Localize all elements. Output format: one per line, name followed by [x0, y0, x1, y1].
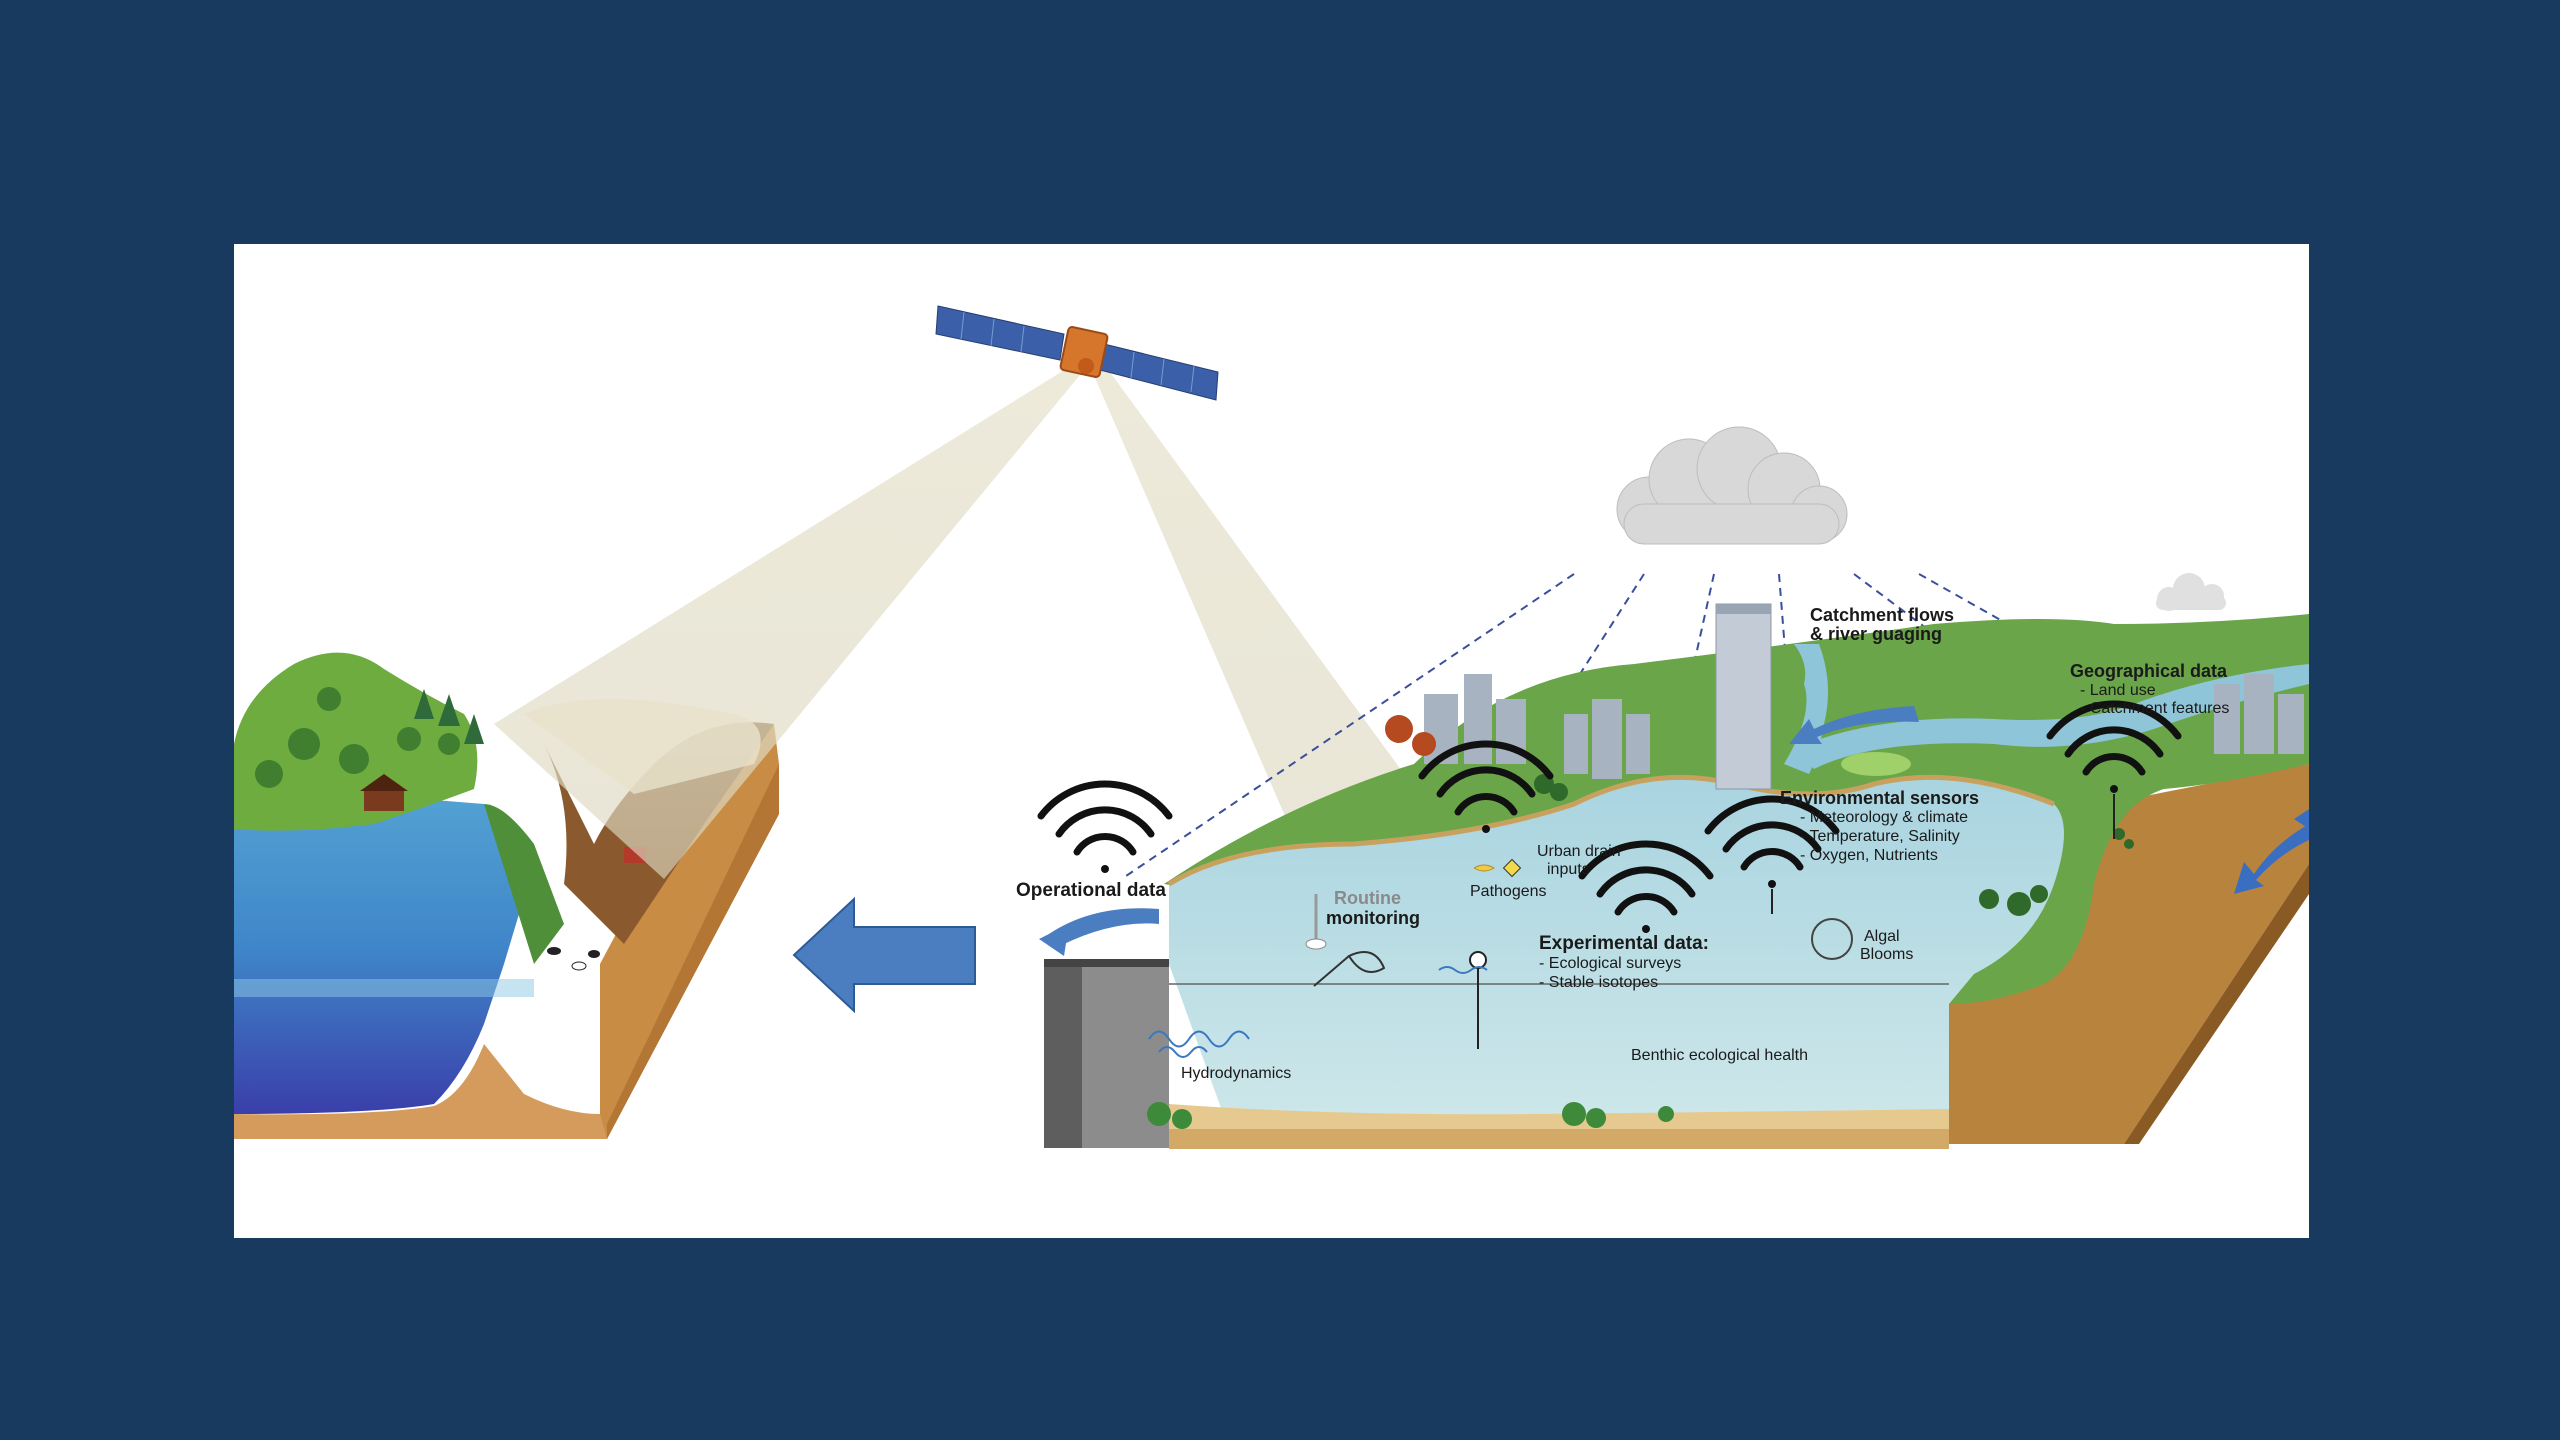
coastal-block	[234, 652, 779, 1139]
catchment-label-1: Catchment flows	[1810, 605, 1955, 625]
net-icon	[1313, 951, 1386, 987]
pathogens-label: Pathogens	[1470, 883, 1547, 900]
routine-label-2: monitoring	[1326, 908, 1420, 928]
geo-line-2: - Catchment features	[2080, 700, 2230, 717]
cow-icon	[547, 947, 600, 971]
arrow-left-icon	[792, 896, 976, 1014]
experimental-line-1: - Ecological surveys	[1539, 955, 1682, 972]
operational-data-label: Operational data	[1016, 880, 1166, 901]
experimental-title: Experimental data:	[1539, 933, 1709, 954]
env-line-2: - Temperature, Salinity	[1800, 828, 1960, 845]
env-line-3: - Oxygen, Nutrients	[1800, 847, 1938, 864]
satellite-beam-left	[494, 364, 1089, 879]
geo-title: Geographical data	[2070, 661, 2228, 681]
geo-line-1: - Land use	[2080, 682, 2156, 699]
satellite-icon	[935, 305, 1219, 401]
experimental-line-2: - Stable isotopes	[1539, 974, 1659, 991]
cloud-icon	[1616, 426, 2226, 611]
wifi-signal-icon	[1037, 700, 2182, 933]
routine-label-1: Routine	[1334, 888, 1401, 908]
catchment-label-2: & river guaging	[1810, 624, 1943, 644]
estuary-block	[1039, 603, 2309, 1149]
algal-label-2: Blooms	[1860, 946, 1914, 963]
env-line-1: - Meteorology & climate	[1800, 809, 1969, 826]
diagram-panel: Operational data Routine monitoring Path…	[234, 244, 2309, 1238]
env-sensors-title: Environmental sensors	[1780, 788, 1980, 808]
benthic-label: Benthic ecological health	[1631, 1047, 1809, 1064]
building-icon	[1424, 603, 2304, 790]
algal-label-1: Algal	[1864, 928, 1900, 945]
gauge-icon	[1305, 894, 1327, 950]
hydrodynamics-label: Hydrodynamics	[1181, 1065, 1292, 1082]
urban-drain-label-1: Urban drain	[1537, 843, 1621, 860]
scene-illustration	[234, 305, 2309, 1149]
tree-icon	[255, 687, 484, 788]
urban-drain-label-2: inputs	[1547, 861, 1590, 878]
